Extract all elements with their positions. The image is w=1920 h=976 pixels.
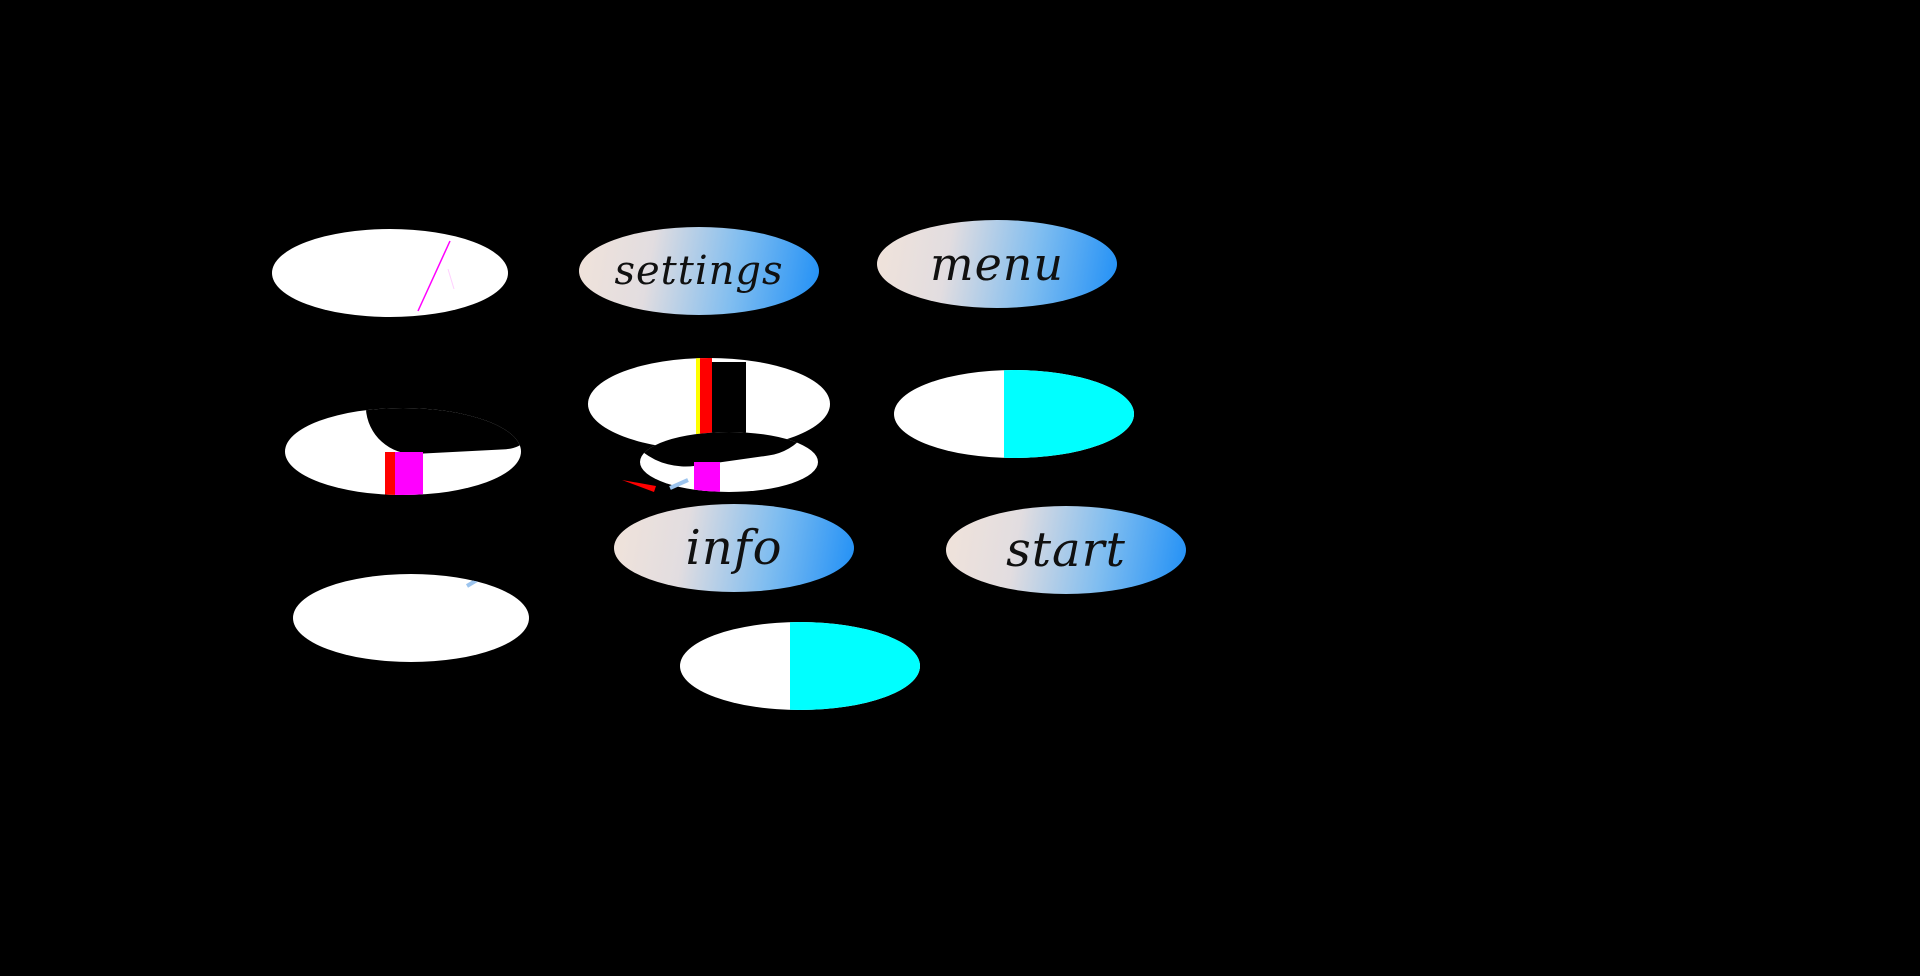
start-label: start	[1006, 522, 1126, 578]
menu-label: menu	[929, 237, 1065, 291]
magenta-stripe	[694, 462, 720, 492]
magenta-stripe	[395, 452, 423, 495]
red-stripe	[385, 452, 395, 495]
settings-button[interactable]: settings	[579, 227, 819, 315]
info-label: info	[685, 520, 783, 576]
curved-strip	[640, 432, 818, 492]
black-curve-shape	[640, 432, 818, 476]
blank-oval-2	[293, 574, 529, 662]
menu-button[interactable]: menu	[877, 220, 1117, 308]
start-button[interactable]: start	[946, 506, 1186, 594]
half-cyan-oval-2	[680, 622, 920, 710]
striped-oval-left	[285, 408, 521, 495]
blue-scratch-icon	[465, 578, 479, 588]
red-stripe	[700, 358, 712, 450]
half-cyan-oval-1	[894, 370, 1134, 458]
yellow-stripe	[696, 358, 700, 450]
magenta-scratch-icon	[417, 240, 455, 312]
red-wedge-icon	[622, 478, 689, 492]
black-overlay-shape	[365, 408, 521, 457]
settings-label: settings	[614, 248, 784, 294]
blank-oval-1	[272, 229, 508, 317]
info-button[interactable]: info	[614, 504, 854, 592]
